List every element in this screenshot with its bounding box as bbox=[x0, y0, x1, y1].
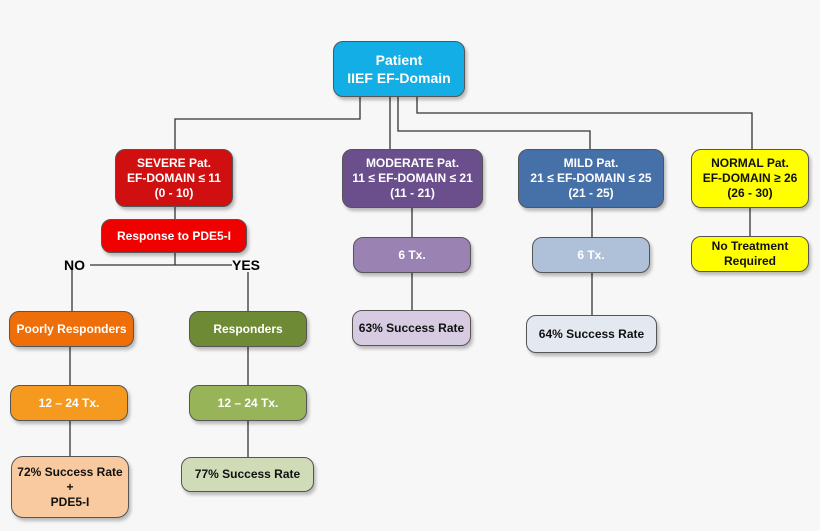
poor-result-line-3: PDE5-I bbox=[50, 494, 90, 509]
branch-label-yes: YES bbox=[232, 257, 261, 273]
responders-treatment-node: 12 – 24 Tx. bbox=[189, 385, 307, 421]
severe-line-1: SEVERE Pat. bbox=[136, 155, 212, 170]
moderate-line-3: (11 - 21) bbox=[390, 186, 435, 200]
moderate-node: MODERATE Pat. 11 ≤ EF-DOMAIN ≤ 21 (11 - … bbox=[342, 149, 483, 208]
responders-result-node: 77% Success Rate bbox=[181, 457, 314, 492]
poor-result-line-1: 72% Success Rate bbox=[17, 464, 123, 479]
response-label: Response to PDE5-I bbox=[116, 228, 232, 243]
poor-treatment-label: 12 – 24 Tx. bbox=[38, 395, 100, 410]
severe-line-3: (0 - 10) bbox=[154, 185, 194, 200]
connector-root-severe bbox=[174, 97, 361, 149]
root-line-1: Patient bbox=[375, 52, 423, 68]
poor-responders-label: Poorly Responders bbox=[16, 321, 127, 336]
moderate-result-label: 63% Success Rate bbox=[358, 320, 465, 335]
normal-node: NORMAL Pat. EF-DOMAIN ≥ 26 (26 - 30) bbox=[691, 149, 809, 208]
root-line-2: IIEF EF-Domain bbox=[347, 70, 451, 86]
poor-result-node: 72% Success Rate + PDE5-I bbox=[11, 456, 129, 518]
normal-line-3: (26 - 30) bbox=[727, 186, 773, 200]
moderate-treatment-node: 6 Tx. bbox=[353, 237, 471, 273]
root-node-patient: Patient IIEF EF-Domain bbox=[333, 41, 465, 97]
normal-result-node: No Treatment Required bbox=[691, 236, 809, 272]
mild-line-1: MILD Pat. bbox=[563, 156, 619, 170]
mild-treatment-label: 6 Tx. bbox=[577, 247, 605, 262]
responders-node: Responders bbox=[189, 311, 307, 347]
mild-node: MILD Pat. 21 ≤ EF-DOMAIN ≤ 25 (21 - 25) bbox=[518, 149, 664, 208]
response-node: Response to PDE5-I bbox=[101, 219, 247, 253]
poor-responders-node: Poorly Responders bbox=[9, 311, 134, 347]
connector-root-mild bbox=[397, 97, 591, 149]
normal-line-1: NORMAL Pat. bbox=[711, 156, 789, 170]
normal-result-line-2: Required bbox=[723, 254, 776, 268]
responders-treatment-label: 12 – 24 Tx. bbox=[217, 395, 279, 410]
normal-line-2: EF-DOMAIN ≥ 26 bbox=[702, 171, 798, 185]
moderate-line-2: 11 ≤ EF-DOMAIN ≤ 21 bbox=[352, 171, 473, 185]
responders-label: Responders bbox=[213, 321, 283, 336]
mild-line-2: 21 ≤ EF-DOMAIN ≤ 25 bbox=[530, 171, 652, 185]
severe-line-2: EF-DOMAIN ≤ 11 bbox=[127, 170, 221, 185]
mild-result-node: 64% Success Rate bbox=[526, 315, 657, 353]
normal-result-line-1: No Treatment bbox=[711, 239, 789, 253]
branch-label-no: NO bbox=[64, 257, 85, 273]
responders-result-label: 77% Success Rate bbox=[194, 467, 301, 481]
poor-treatment-node: 12 – 24 Tx. bbox=[10, 385, 128, 421]
connector-root-normal bbox=[416, 97, 753, 149]
mild-treatment-node: 6 Tx. bbox=[532, 237, 650, 273]
mild-result-label: 64% Success Rate bbox=[538, 326, 645, 341]
poor-result-line-2: + bbox=[66, 479, 74, 494]
moderate-treatment-label: 6 Tx. bbox=[398, 247, 426, 262]
moderate-result-node: 63% Success Rate bbox=[352, 310, 471, 346]
moderate-line-1: MODERATE Pat. bbox=[365, 156, 460, 170]
severe-node: SEVERE Pat. EF-DOMAIN ≤ 11 (0 - 10) bbox=[115, 149, 233, 207]
mild-line-3: (21 - 25) bbox=[568, 186, 614, 200]
